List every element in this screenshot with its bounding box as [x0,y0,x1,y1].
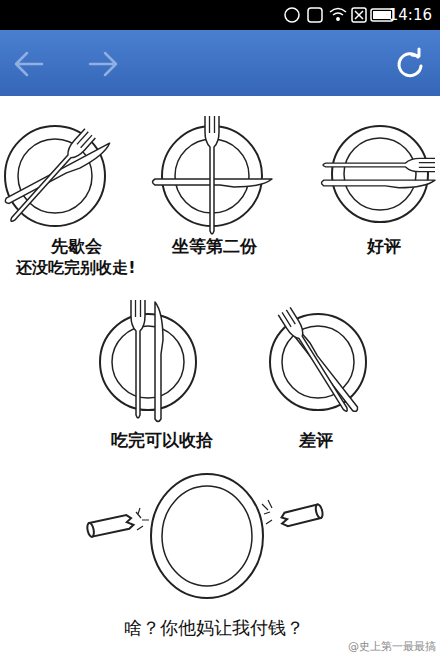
caption-label: 吃完可以收拾 [111,430,213,450]
nav-arrows [16,53,116,75]
caption-label: 还没吃完别收走! [16,258,135,277]
clock-time: 14:16 [389,6,432,24]
status-icons [285,8,393,22]
punchline-caption: 啥？你他妈让我付钱？ [124,617,304,639]
watermark: @史上第一最最搞 [348,640,436,653]
caption-label: 好评 [367,236,401,256]
toolbar [0,30,440,96]
caption-label: 坐等第二份 [172,236,257,256]
refresh-icon [399,49,421,76]
caption-label: 差评 [299,430,333,450]
plates [5,126,428,410]
broken-plate-scene [86,474,324,598]
cutlery [4,116,435,422]
caption-label: 先歇会 [51,236,102,256]
status-bar [0,0,440,30]
